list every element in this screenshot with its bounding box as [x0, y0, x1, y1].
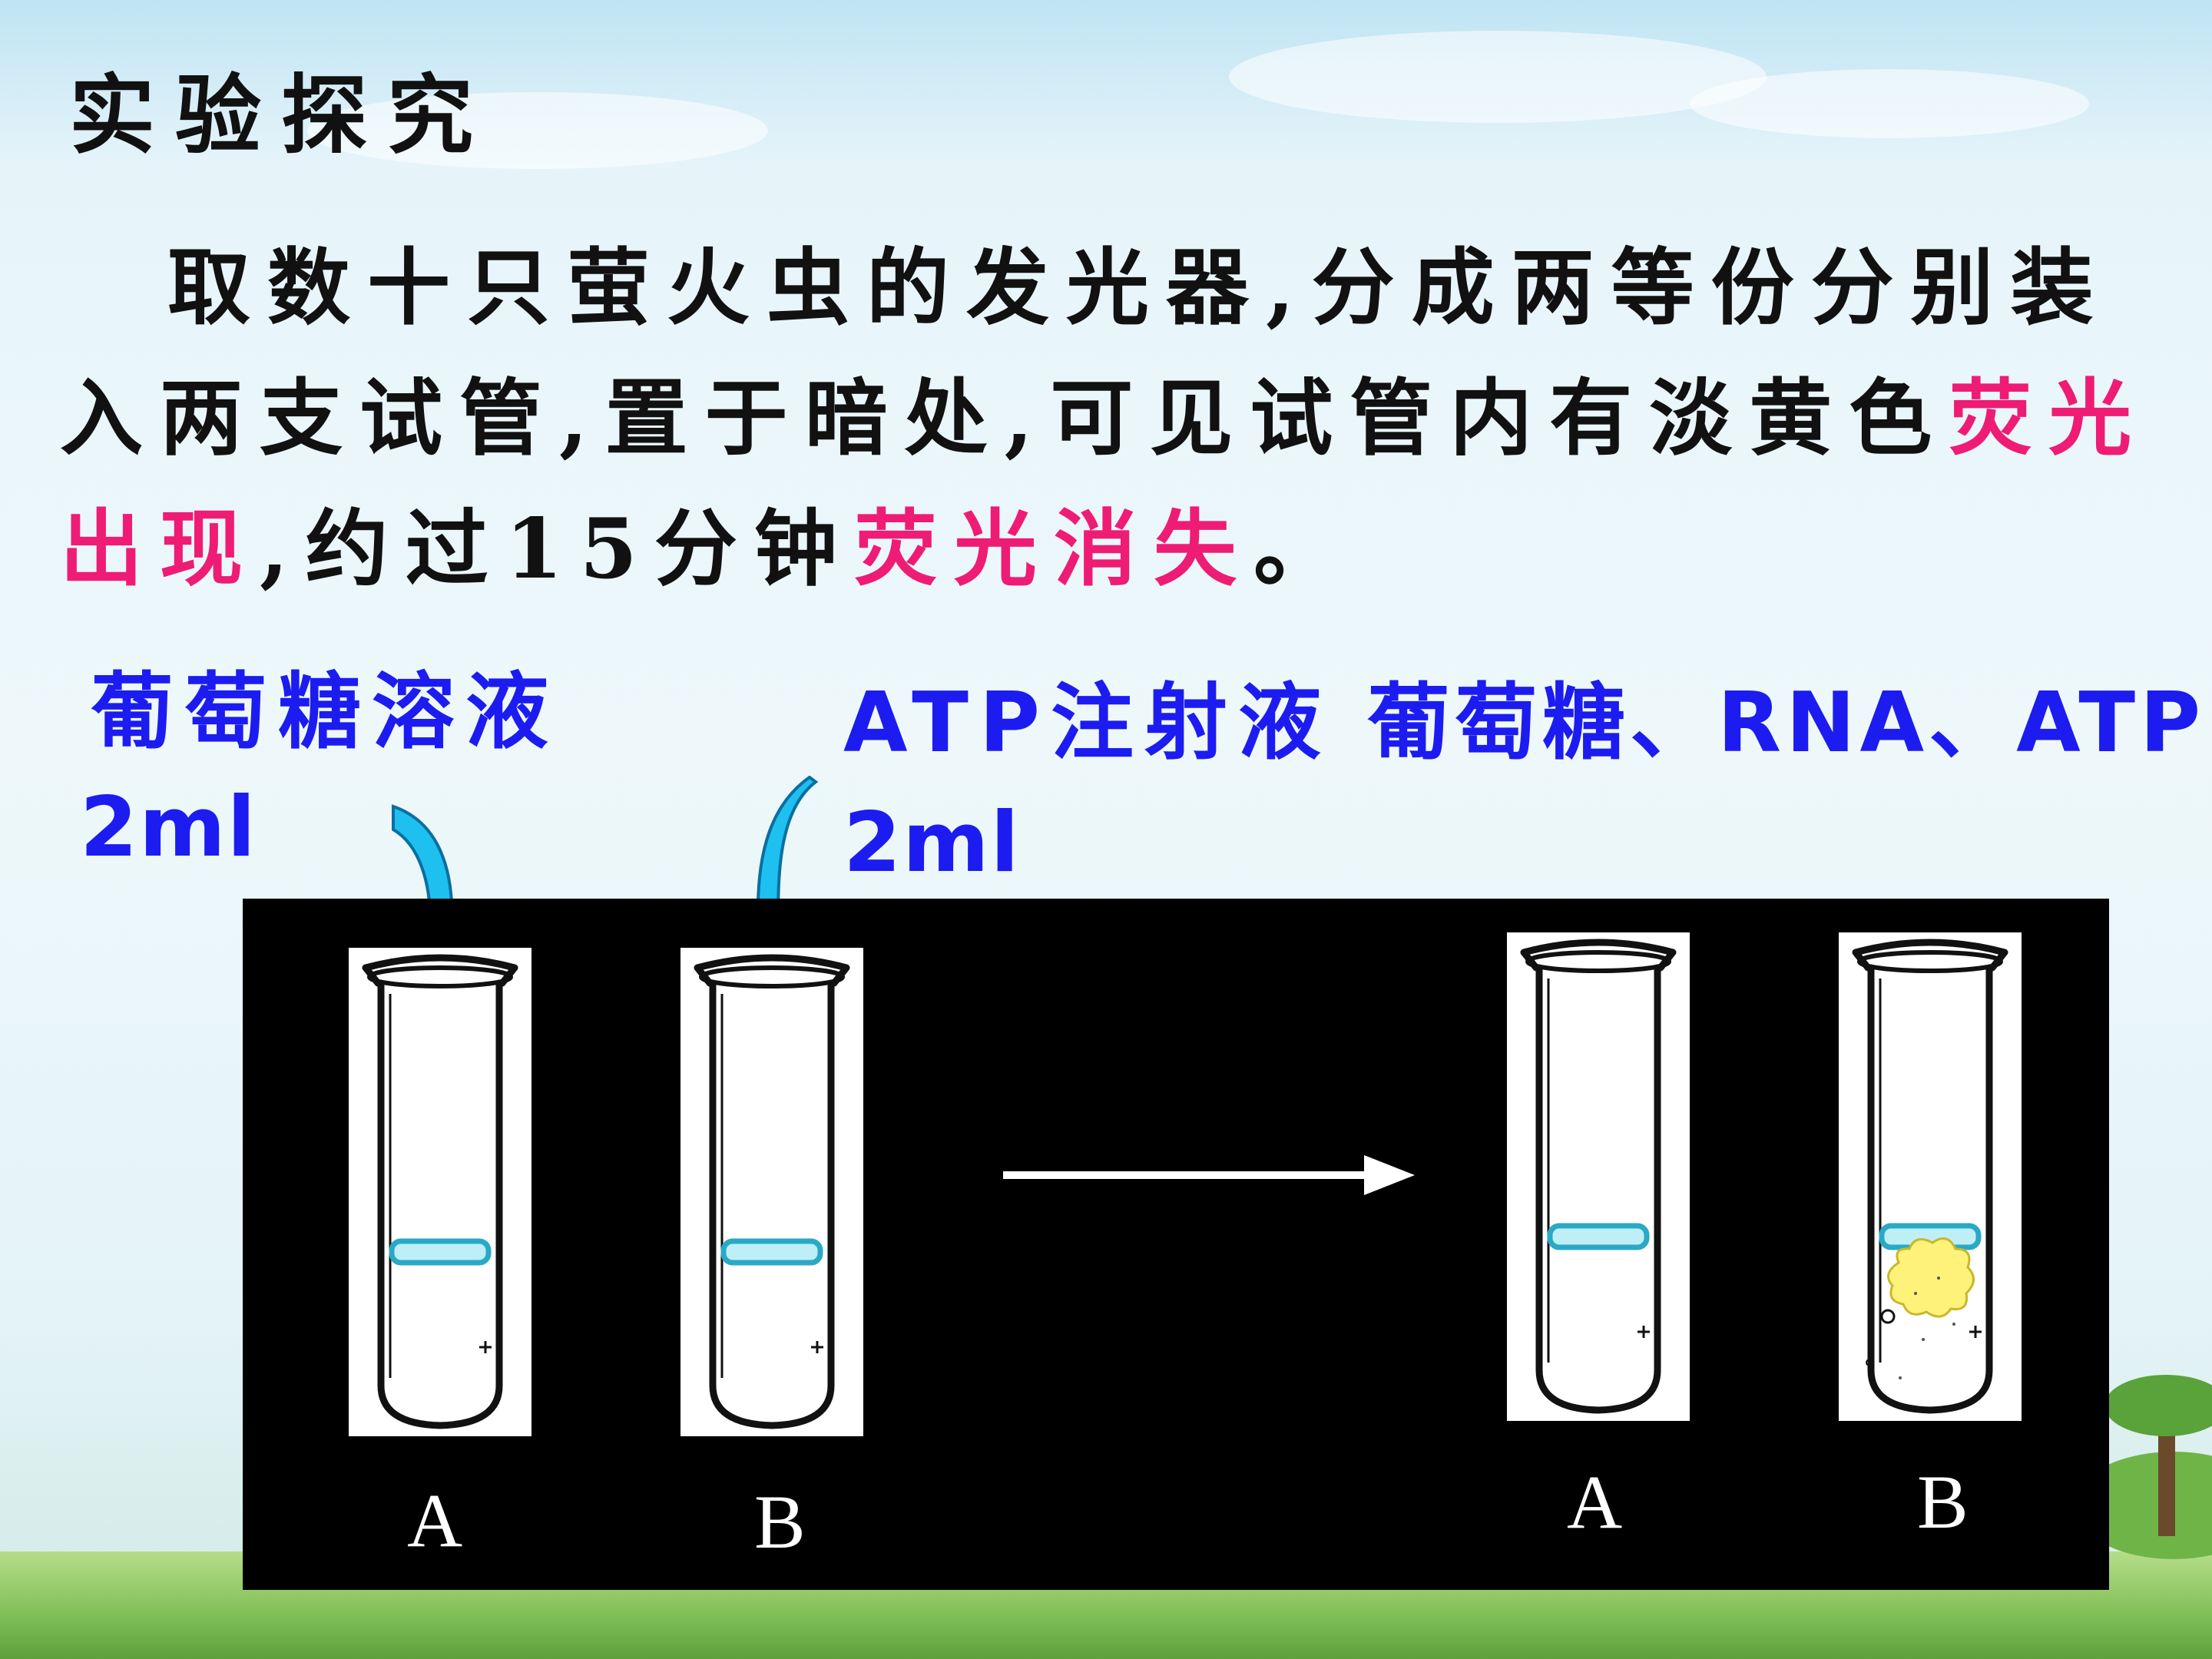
label-glucose-rna-atp: 葡萄糖、RNA、ATP [1367, 675, 2206, 771]
tube-b-after [1839, 932, 2022, 1421]
cloud [1690, 69, 2089, 138]
cloud [1229, 31, 1767, 123]
tree-crown [2104, 1375, 2212, 1436]
description-text: 取数十只萤火虫的发光器,分成两等份分别装入两支试管,置于暗处,可见试管内有淡黄色 [60, 240, 2111, 467]
slide-title: 实验探究 [69, 65, 493, 166]
tube-label-a-after: A [1567, 1459, 1623, 1545]
right-arrow-icon [1003, 1155, 1415, 1195]
tube-a-before [349, 948, 531, 1436]
tube-label-a-before: A [407, 1478, 463, 1563]
label-glucose-solution: 葡萄糖溶液 [91, 664, 560, 760]
experiment-description: 取数十只萤火虫的发光器,分成两等份分别装入两支试管,置于暗处,可见试管内有淡黄色… [60, 223, 2180, 614]
highlight-fluorescence-disappears: 荧光消失 [853, 501, 1253, 598]
test-tube-icon [1520, 939, 1677, 1414]
label-glucose-volume: 2ml [80, 780, 257, 876]
description-period: 。 [1253, 501, 1353, 598]
tube-label-b-before: B [754, 1479, 806, 1565]
fluorescence-glow-icon [1866, 1237, 1975, 1379]
cloud [307, 92, 768, 169]
tube-b-before [680, 948, 863, 1436]
test-tube-icon [362, 954, 518, 1429]
test-tube-icon [1852, 939, 2008, 1414]
tree-trunk [2158, 1406, 2175, 1536]
tube-a-after [1507, 932, 1690, 1421]
highlight-fluorescence-appears: 荧光出现 [60, 370, 2149, 598]
experiment-stage: A B A B [243, 899, 2109, 1590]
label-atp-volume: 2ml [843, 795, 1021, 891]
tube-label-b-after: B [1917, 1459, 1969, 1545]
description-text-2: ,约过15分钟 [260, 501, 854, 598]
label-atp-injection: ATP注射液 [843, 675, 1333, 771]
test-tube-icon [694, 954, 850, 1429]
